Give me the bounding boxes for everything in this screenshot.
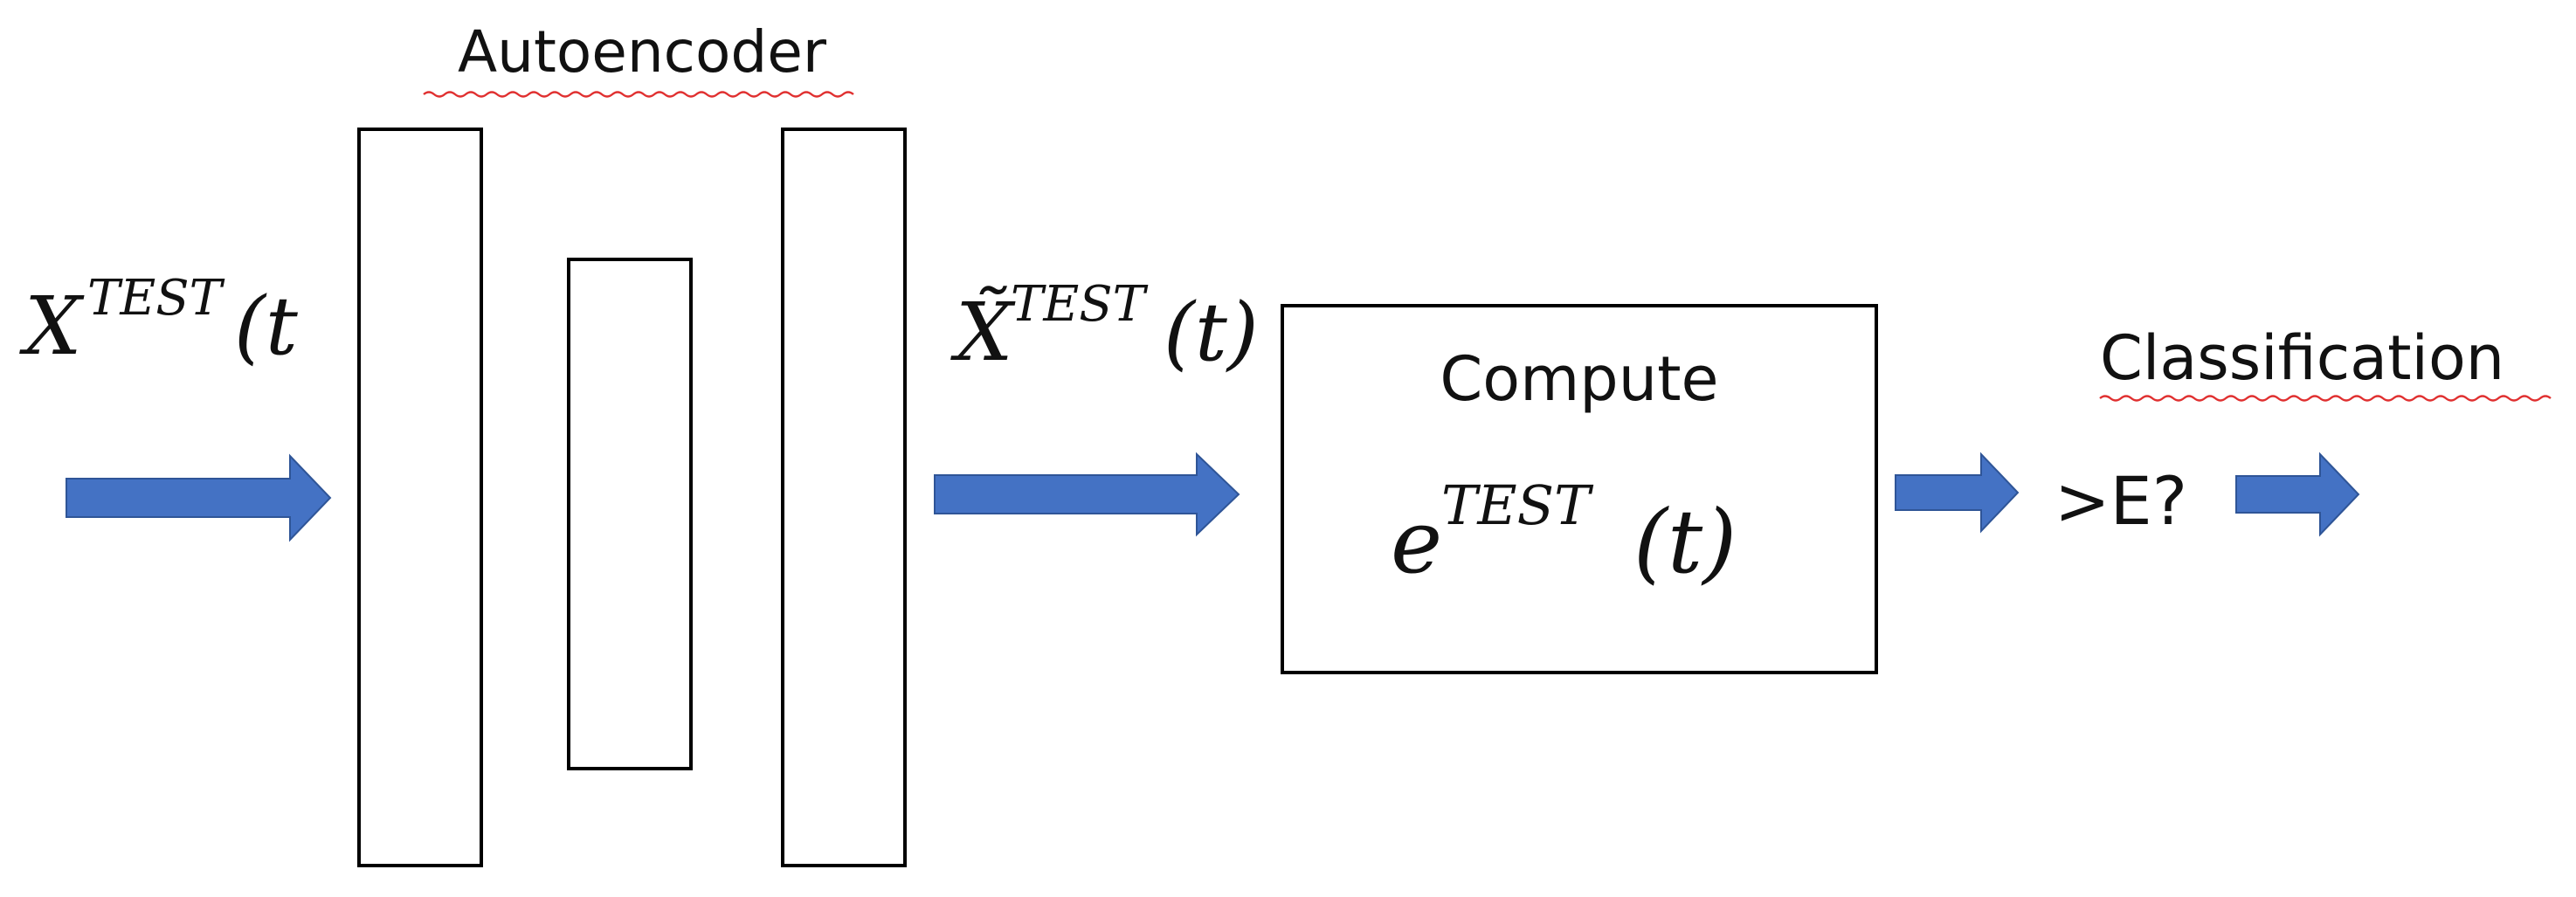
reconstruction-label: X̃ TEST (t) [950, 276, 1259, 379]
error-argument: (t) [1633, 491, 1737, 593]
reconstruction-symbol: X̃ [950, 286, 1016, 379]
spellcheck-underline-autoencoder [423, 91, 854, 98]
compute-box-title: Compute [1440, 343, 1718, 415]
autoencoder-title: Autoencoder [458, 18, 827, 86]
input-argument: (t [234, 279, 299, 373]
reconstruction-superscript: TEST [1011, 276, 1149, 333]
reconstruction-argument: (t) [1164, 286, 1259, 379]
input-signal-label: X TEST (t [19, 270, 299, 373]
arrow-right-icon [934, 452, 1240, 537]
arrow-right-icon [66, 453, 332, 542]
error-symbol: e [1391, 491, 1442, 593]
arrow-right-icon [2235, 452, 2360, 537]
bottleneck-layer [567, 258, 693, 770]
error-formula: e TEST (t) [1391, 473, 1737, 593]
encoder-layer [357, 128, 483, 867]
input-label-mask [307, 278, 356, 374]
error-superscript: TEST [1441, 473, 1594, 537]
compute-error-box [1281, 304, 1878, 674]
spellcheck-underline-classification [2099, 395, 2552, 402]
arrow-right-icon [1895, 452, 2020, 534]
threshold-test-label: >E? [2055, 462, 2187, 540]
input-symbol: X [19, 279, 85, 373]
classification-label: Classification [2100, 322, 2504, 394]
decoder-layer [781, 128, 907, 867]
input-superscript: TEST [87, 270, 225, 327]
